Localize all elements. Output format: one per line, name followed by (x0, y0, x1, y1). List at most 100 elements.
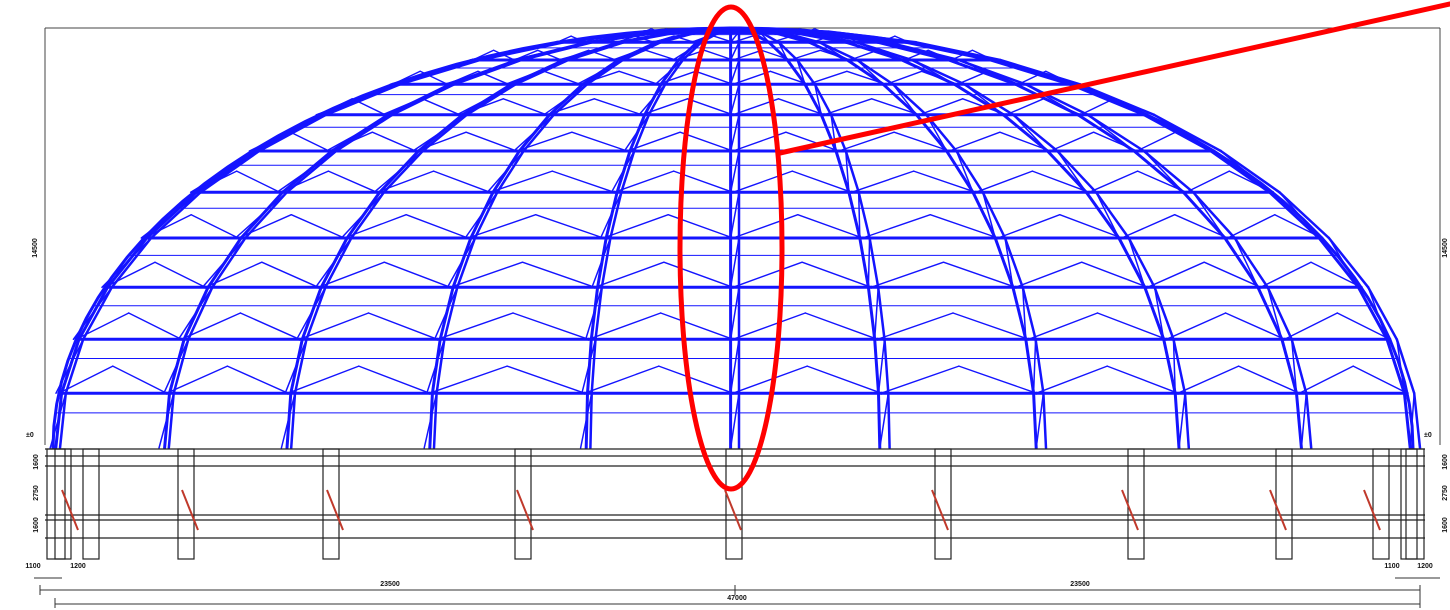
dome-brace (760, 49, 791, 61)
dome-rib-lacing (963, 83, 1005, 116)
dome-brace (551, 170, 615, 194)
dome-rib-lacing (201, 237, 247, 289)
dome-brace (1274, 213, 1323, 239)
dome-rib-member (857, 191, 871, 240)
dome-brace (616, 35, 636, 43)
support-column (177, 448, 195, 560)
dome-brace (823, 98, 873, 116)
dome-rib-lacing (623, 114, 650, 152)
dome-brace (579, 70, 620, 86)
column-brace (931, 489, 949, 531)
dome-rib-member (1266, 286, 1293, 341)
dome-rib-lacing (584, 286, 603, 341)
dome-brace (797, 213, 864, 239)
dome-brace (732, 312, 806, 340)
dome-rib-lacing (1086, 114, 1135, 152)
dome-rib-lacing (510, 41, 593, 61)
column-brace (1269, 489, 1287, 531)
dome-rib-member (81, 286, 114, 341)
dome-brace (1136, 131, 1177, 152)
dome-rib-member (620, 149, 636, 194)
column-brace (1363, 489, 1381, 531)
dome-brace (449, 261, 524, 288)
dome-brace (806, 365, 882, 394)
dome-brace (838, 131, 895, 152)
dome-brace (1015, 261, 1083, 288)
dome-brace (950, 49, 974, 61)
dome-rib-member (1003, 236, 1024, 289)
column-brace (61, 489, 79, 531)
dome-brace (343, 213, 407, 239)
dome-rib-member (1011, 113, 1059, 153)
dome-brace (1352, 365, 1408, 394)
dome-rib-lacing (599, 191, 623, 239)
dome-brace (75, 312, 130, 340)
level-marks: ±0 ±0 1600 2750 1600 1600 2750 1600 (26, 432, 1449, 533)
dome-rib-member (443, 286, 459, 341)
dome-rib-member (1172, 338, 1187, 395)
dome-rib-member (609, 191, 623, 240)
dome-rib-lacing (234, 191, 288, 239)
dome-rib-member (64, 338, 85, 395)
dome-rib-member (1024, 83, 1089, 117)
dome-rib-member (803, 82, 823, 117)
dome-brace (405, 213, 469, 239)
dome-rib-lacing (845, 150, 850, 194)
dome-brace (502, 98, 548, 116)
dome-brace (686, 98, 734, 116)
band-upper-left: 1600 (33, 454, 40, 470)
dome-rib-member (1034, 338, 1045, 395)
dome-brace (927, 49, 953, 61)
dome-rib-lacing (1143, 150, 1185, 194)
dome-brace (465, 131, 518, 152)
dome-rib-lacing (423, 392, 438, 449)
dome-rib-member (785, 58, 807, 86)
dome-brace (918, 98, 964, 116)
column-brace (326, 489, 344, 531)
dome-brace (1165, 312, 1227, 340)
dome-rib-member (1219, 149, 1281, 194)
dome-brace (1298, 365, 1354, 394)
dome-brace (769, 70, 809, 86)
dome-brace (1096, 312, 1168, 340)
dome-rib-lacing (729, 286, 740, 341)
dome-rib-member (1153, 286, 1175, 341)
dome-rib-member (829, 113, 848, 153)
dome-brace (384, 98, 424, 116)
height-dimension-right: 14500 (1442, 238, 1449, 258)
dome-brace (1106, 365, 1179, 394)
dome-rib-lacing (381, 83, 456, 116)
dome-brace (415, 131, 467, 152)
dome-rib-lacing (284, 338, 308, 394)
dome-rib-member (1024, 337, 1036, 395)
dome-brace (732, 365, 808, 394)
highlight-ellipse (677, 4, 785, 492)
dome-rib-member (1356, 285, 1389, 341)
dome-rib-member (813, 83, 833, 117)
dome-brace (190, 213, 240, 239)
dome-rib-member (1223, 236, 1260, 289)
dome-brace (1080, 261, 1149, 288)
dome-brace (1228, 170, 1274, 194)
dome-brace (1336, 312, 1391, 340)
dome-rib-member (953, 82, 1005, 117)
dome-rib-member (873, 337, 880, 395)
dome-brace (819, 49, 851, 61)
dome-rib-lacing (456, 83, 517, 116)
dome-rib-lacing (873, 286, 879, 341)
dome-rib-lacing (892, 83, 918, 116)
dome-rib-member (589, 391, 593, 450)
dome-rib-lacing (280, 392, 296, 449)
dome-rib-lacing (412, 114, 468, 152)
dome-rib-lacing (1095, 191, 1120, 239)
dome-rib-member (1132, 149, 1185, 194)
dome-rib-member (1305, 391, 1313, 450)
dome-brace (287, 365, 360, 394)
dome-brace (673, 35, 695, 43)
dome-brace (1237, 365, 1301, 394)
dome-brace (732, 49, 763, 61)
end-dimension-right-b: 1200 (1417, 563, 1433, 570)
dome-rib-member (187, 286, 214, 341)
dome-brace (512, 312, 590, 340)
dome-brace (376, 170, 435, 194)
